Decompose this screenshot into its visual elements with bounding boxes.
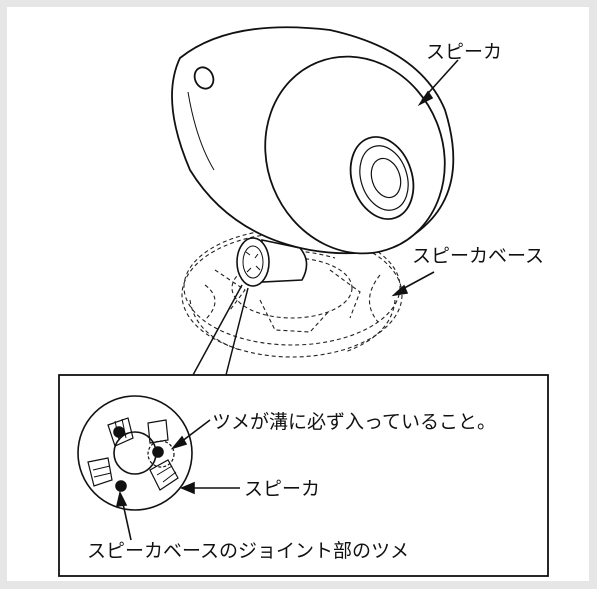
label-speaker: スピーカ: [426, 41, 503, 63]
joint-detail-drawing: [77, 395, 193, 511]
illustration-frame: スピーカ スピーカベース ツメが溝に必ず入っていること。 スピーカ スピーカベー…: [7, 7, 589, 581]
label-arrows: [391, 59, 459, 297]
speaker-assembly-diagram: [58, 26, 549, 577]
label-speaker-inset: スピーカ: [244, 478, 321, 500]
label-claw-in-groove: ツメが溝に必ず入っていること。: [212, 411, 497, 433]
speaker-drawing: [171, 26, 455, 255]
label-base-joint-claw: スピーカベースのジョイント部のツメ: [87, 540, 410, 562]
speaker-neck: [236, 237, 308, 287]
speaker-base-drawing: [181, 228, 403, 358]
label-speaker-base: スピーカベース: [412, 245, 545, 267]
inset-arrows: [115, 419, 240, 541]
detail-leader-lines: [192, 284, 249, 376]
